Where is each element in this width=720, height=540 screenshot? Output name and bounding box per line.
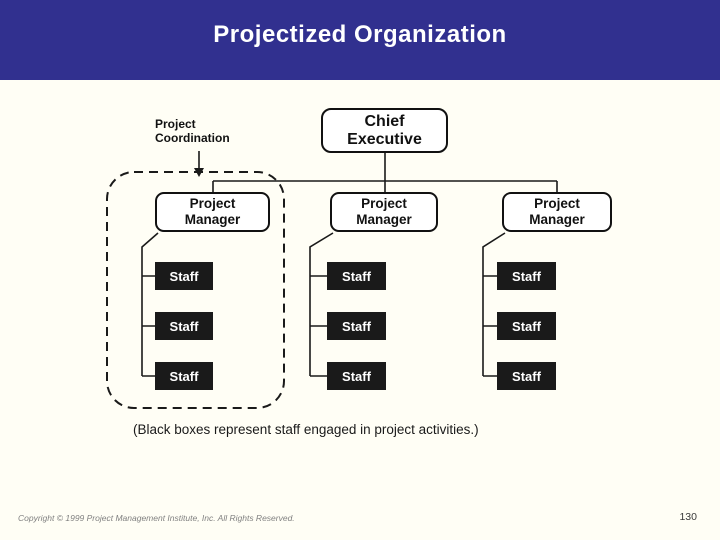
project-manager-box-2: Project Manager	[330, 192, 438, 232]
caption: (Black boxes represent staff engaged in …	[133, 422, 479, 437]
staff-box: Staff	[497, 312, 556, 340]
staff-box: Staff	[497, 262, 556, 290]
title-bar: Projectized Organization	[0, 0, 720, 80]
slide-title: Projectized Organization	[213, 21, 507, 48]
staff-box: Staff	[497, 362, 556, 390]
staff-box: Staff	[155, 312, 213, 340]
project-manager-box-3: Project Manager	[502, 192, 612, 232]
copyright-notice: Copyright © 1999 Project Management Inst…	[18, 513, 295, 523]
staff-box: Staff	[155, 362, 213, 390]
page-number: 130	[679, 511, 697, 523]
staff-box: Staff	[327, 362, 386, 390]
chief-executive-label: Chief Executive	[347, 112, 422, 148]
project-manager-label: Project Manager	[356, 196, 412, 227]
project-manager-box-1: Project Manager	[155, 192, 270, 232]
chief-executive-box: Chief Executive	[321, 108, 448, 153]
org-chart-connectors	[141, 151, 558, 377]
project-manager-label: Project Manager	[529, 196, 585, 227]
staff-box: Staff	[327, 312, 386, 340]
coordination-arrow-head	[194, 168, 204, 177]
project-group-outline	[106, 171, 285, 409]
staff-box: Staff	[155, 262, 213, 290]
project-manager-label: Project Manager	[184, 196, 241, 227]
coordination-label: Project Coordination	[155, 117, 230, 145]
staff-box: Staff	[327, 262, 386, 290]
